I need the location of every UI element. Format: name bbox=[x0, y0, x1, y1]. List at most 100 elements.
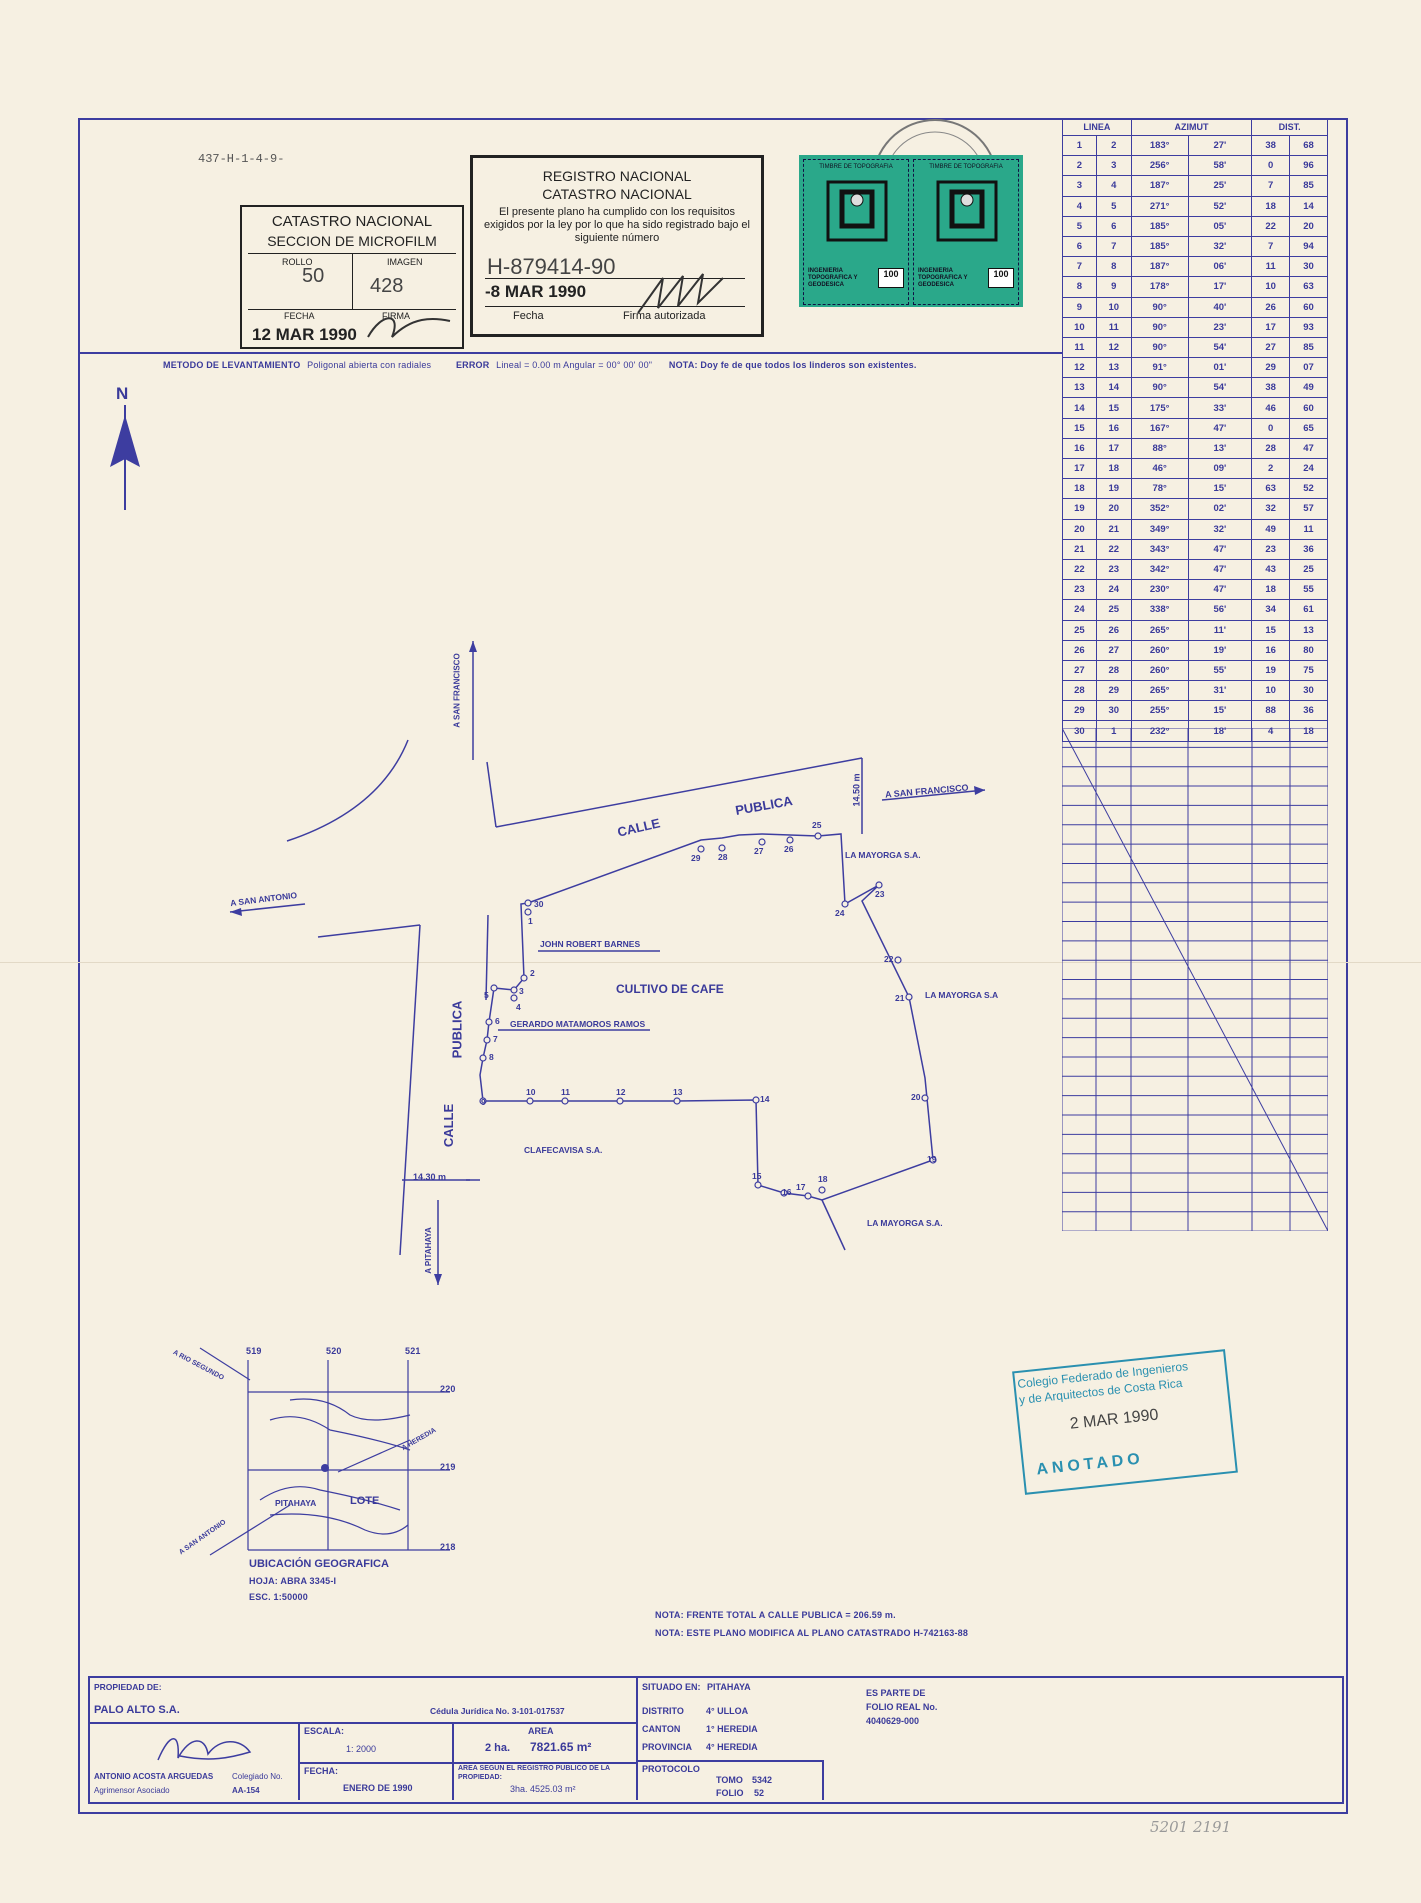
table-cell: 47' bbox=[1187, 538, 1253, 560]
north-arrow-icon bbox=[110, 405, 140, 510]
provincia-label: PROVINCIA bbox=[642, 1742, 693, 1752]
table-cell: 24 bbox=[1095, 579, 1132, 601]
vertex-label: 24 bbox=[835, 908, 845, 918]
folio-real-value: 4040629-000 bbox=[866, 1716, 920, 1726]
la-mayorga-south: LA MAYORGA S.A. bbox=[867, 1218, 943, 1228]
table-cell: 12 bbox=[1095, 336, 1132, 359]
tb-divider-5 bbox=[298, 1762, 636, 1764]
table-cell: 11 bbox=[1062, 336, 1097, 359]
vertex-label: 12 bbox=[616, 1087, 626, 1097]
table-cell: 4 bbox=[1062, 195, 1097, 217]
table-cell: 17' bbox=[1187, 276, 1253, 298]
vertex-label: 9 bbox=[481, 1097, 486, 1107]
table-cell: 28 bbox=[1251, 437, 1291, 460]
table-cell: 24 bbox=[1062, 599, 1097, 621]
table-cell: 187° bbox=[1130, 256, 1189, 278]
escala-value: 1: 2000 bbox=[346, 1744, 377, 1754]
table-cell: 01' bbox=[1187, 357, 1253, 379]
imagen-value: 428 bbox=[370, 275, 404, 297]
calle-publica-left-word1: CALLE bbox=[441, 1103, 457, 1148]
registro-nacional-stamp: REGISTRO NACIONAL CATASTRO NACIONAL El p… bbox=[470, 155, 764, 337]
table-cell: 24 bbox=[1289, 457, 1328, 480]
table-cell: 18' bbox=[1187, 720, 1253, 742]
table-cell: 256° bbox=[1130, 155, 1189, 177]
location-map bbox=[199, 1347, 450, 1556]
table-cell: 63 bbox=[1251, 478, 1291, 500]
title-block bbox=[88, 1676, 1344, 1804]
table-cell: 17 bbox=[1251, 316, 1291, 338]
table-cell: 27' bbox=[1187, 134, 1253, 157]
table-cell: 25 bbox=[1289, 558, 1328, 581]
table-cell: 12 bbox=[1062, 357, 1097, 379]
method-line: METODO DE LEVANTAMIENTO Poligonal abiert… bbox=[163, 360, 917, 370]
table-cell: 5 bbox=[1062, 215, 1097, 237]
table-cell: 7 bbox=[1062, 256, 1097, 278]
table-cell: 88 bbox=[1251, 700, 1291, 722]
colegiado-label: Colegiado No. bbox=[232, 1772, 283, 1781]
table-cell: 90° bbox=[1130, 316, 1189, 338]
table-cell: 3 bbox=[1095, 155, 1132, 177]
imagen-label: IMAGEN bbox=[387, 257, 423, 267]
table-cell: 60 bbox=[1289, 296, 1328, 318]
table-cell: 58' bbox=[1187, 155, 1253, 177]
tb-divider-1 bbox=[636, 1676, 638, 1800]
fecha-label-tb: FECHA: bbox=[304, 1766, 338, 1776]
calle-publica-left-word2: PUBLICA bbox=[449, 1000, 465, 1059]
table-cell: 338° bbox=[1130, 599, 1189, 621]
microfilm-col-divider bbox=[352, 254, 353, 309]
table-cell: 9 bbox=[1062, 296, 1097, 318]
table-cell: 20 bbox=[1062, 518, 1097, 540]
header-dist: DIST. bbox=[1251, 118, 1328, 136]
registro-number: H-879414-90 bbox=[487, 254, 616, 279]
propiedad-label: PROPIEDAD DE: bbox=[94, 1682, 162, 1692]
table-cell: 15 bbox=[1095, 397, 1132, 419]
table-cell: 25 bbox=[1095, 599, 1132, 621]
registro-underline-2 bbox=[485, 306, 745, 307]
table-cell: 23' bbox=[1187, 316, 1253, 338]
vertex-label: 27 bbox=[754, 846, 764, 856]
table-cell: 349° bbox=[1130, 518, 1189, 540]
vertex-label: 17 bbox=[796, 1182, 806, 1192]
table-cell: 60 bbox=[1289, 397, 1328, 419]
firma-label: FIRMA bbox=[382, 311, 410, 321]
registro-text: El presente plano ha cumplido con los re… bbox=[484, 206, 750, 244]
table-cell: 6 bbox=[1095, 215, 1132, 237]
table-cell: 91° bbox=[1130, 357, 1189, 379]
table-cell: 29 bbox=[1251, 357, 1291, 379]
grid-top-3: 521 bbox=[405, 1346, 421, 1356]
vertex-label: 20 bbox=[911, 1092, 921, 1102]
metodo-label: METODO DE LEVANTAMIENTO bbox=[163, 360, 301, 370]
width-top-label: 14.50 m bbox=[851, 773, 862, 807]
table-cell: 20 bbox=[1289, 215, 1328, 237]
table-cell: 93 bbox=[1289, 316, 1328, 338]
table-cell: 9 bbox=[1095, 276, 1132, 298]
cedula-juridica: Cédula Jurídica No. 3-101-017537 bbox=[430, 1706, 565, 1716]
timbre-2-value: 100 bbox=[988, 268, 1014, 288]
lote-location-label: LOTE bbox=[350, 1495, 380, 1507]
table-cell: 36 bbox=[1289, 700, 1328, 722]
distrito-value: 4° ULLOA bbox=[706, 1706, 749, 1716]
table-cell: 30 bbox=[1062, 720, 1097, 742]
es-parte-de: ES PARTE DE bbox=[866, 1688, 926, 1698]
nota-frente: NOTA: FRENTE TOTAL A CALLE PUBLICA = 206… bbox=[655, 1610, 896, 1620]
table-cell: 11 bbox=[1289, 518, 1328, 540]
table-cell: 18 bbox=[1095, 457, 1132, 480]
provincia-value: 4° HEREDIA bbox=[706, 1742, 758, 1752]
vertex-label: 13 bbox=[673, 1087, 683, 1097]
table-cell: 13 bbox=[1062, 377, 1097, 399]
agrimensor-name: ANTONIO ACOSTA ARGUEDAS bbox=[94, 1772, 214, 1781]
metodo-value: Poligonal abierta con radiales bbox=[307, 360, 432, 370]
